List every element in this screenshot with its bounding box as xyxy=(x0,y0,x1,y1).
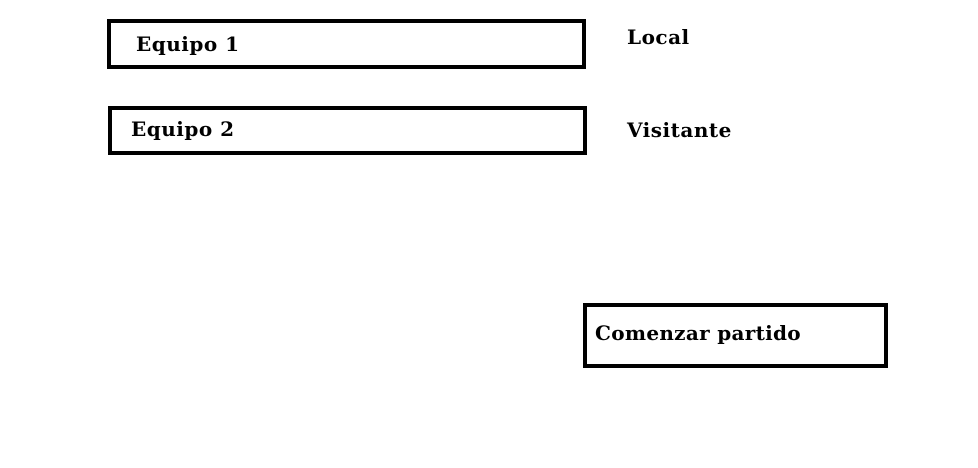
local-label: Local xyxy=(627,25,690,49)
start-match-label: Comenzar partido xyxy=(595,320,801,345)
team-1-name: Equipo 1 xyxy=(136,32,240,56)
start-match-button[interactable]: Comenzar partido xyxy=(583,303,888,368)
team-2-field[interactable]: Equipo 2 xyxy=(108,106,587,155)
visitante-label: Visitante xyxy=(627,118,732,142)
team-1-field[interactable]: Equipo 1 xyxy=(107,19,586,69)
team-2-name: Equipo 2 xyxy=(131,116,235,141)
